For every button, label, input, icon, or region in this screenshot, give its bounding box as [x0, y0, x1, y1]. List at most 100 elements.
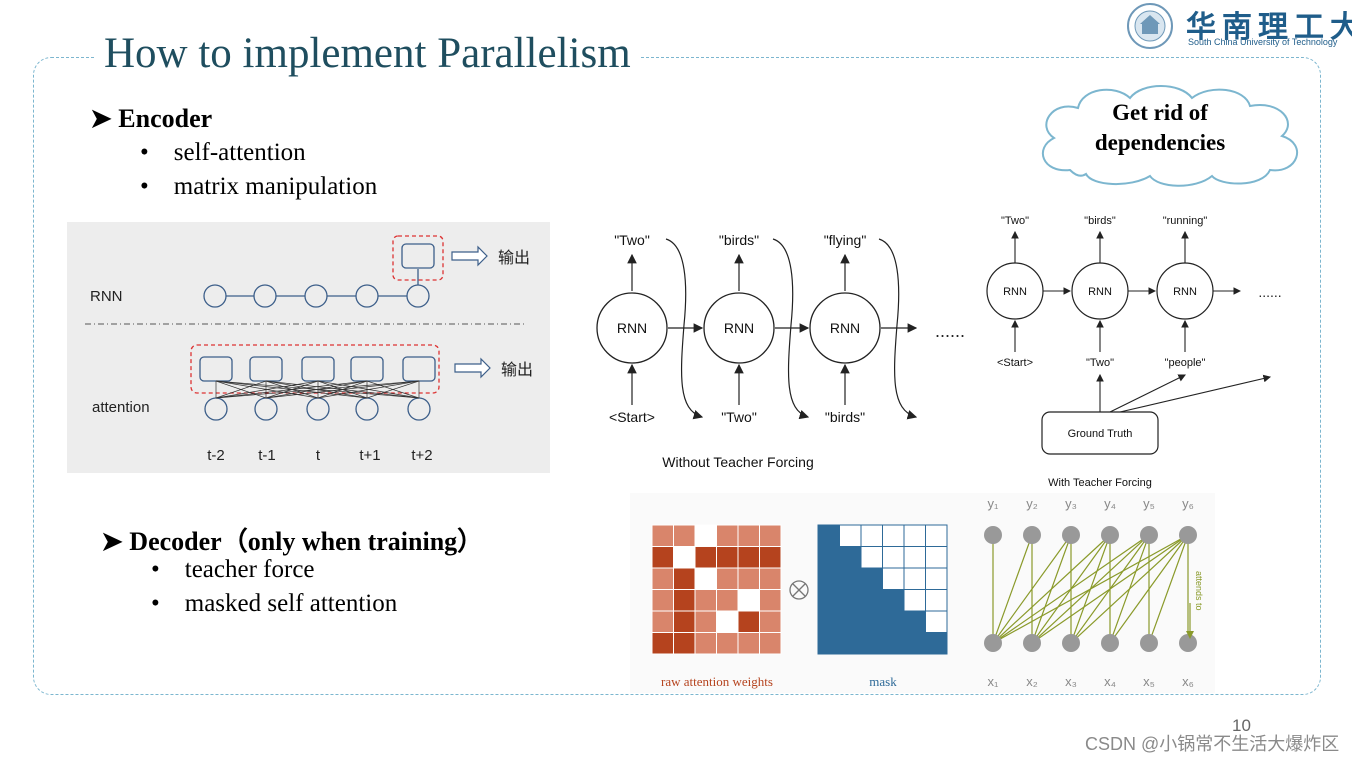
- mask-cell: [925, 632, 948, 655]
- attention-label: attention: [92, 399, 150, 416]
- university-seal-icon: [1127, 3, 1173, 49]
- raw-weight-cell: [759, 546, 782, 569]
- time-label: t: [316, 447, 321, 464]
- encoder-item-1: • self-attention: [140, 139, 306, 166]
- output-token: "birds": [1084, 215, 1116, 227]
- attention-edge: [1109, 534, 1189, 644]
- raw-weight-cell: [716, 632, 739, 655]
- raw-weight-cell: [694, 610, 717, 633]
- ground-truth-label: Ground Truth: [1068, 428, 1133, 440]
- attention-edges: [992, 534, 1189, 644]
- raw-weight-cell: [651, 610, 674, 633]
- mask-cell: [882, 546, 905, 569]
- attention-edge: [1148, 534, 1189, 644]
- input-token: "people": [1165, 357, 1206, 369]
- mask-cell: [882, 632, 905, 655]
- raw-weight-cell: [694, 567, 717, 590]
- rnn-output-label: 输出: [498, 249, 530, 267]
- decoder-heading: ➤ Decoder（only when training）: [101, 527, 484, 556]
- raw-weight-cell: [737, 632, 760, 655]
- raw-weight-cell: [694, 546, 717, 569]
- token-node: [984, 526, 1002, 544]
- page-number: 10: [1232, 716, 1251, 735]
- mask-cell: [903, 632, 926, 655]
- token-node: [1101, 634, 1119, 652]
- time-label: t-1: [258, 447, 276, 464]
- raw-weight-cell: [716, 546, 739, 569]
- mask-cell: [860, 632, 883, 655]
- attention-edge: [1070, 534, 1189, 644]
- y-label: y₃: [1065, 496, 1077, 511]
- encoder-item-2: • matrix manipulation: [140, 173, 378, 200]
- mask-cell: [839, 610, 862, 633]
- raw-weight-cell: [673, 546, 696, 569]
- mask-cell: [817, 589, 840, 612]
- raw-weight-cell: [759, 524, 782, 547]
- mask-label: mask: [869, 674, 897, 689]
- slide-title: How to implement Parallelism: [96, 28, 639, 80]
- raw-weight-cell: [694, 589, 717, 612]
- attention-edge: [1031, 534, 1189, 644]
- mask-cell: [903, 589, 926, 612]
- arrow-bullet-icon: ➤: [90, 104, 119, 133]
- raw-weight-cell: [759, 589, 782, 612]
- arrow-bullet-icon: ➤: [101, 527, 130, 556]
- cloud-callout: [1042, 85, 1299, 187]
- content-frame: [33, 57, 1321, 695]
- time-label: t+1: [359, 447, 380, 464]
- output-arrow-icon: [451, 245, 488, 267]
- raw-weight-cell: [694, 632, 717, 655]
- raw-weight-cell: [737, 546, 760, 569]
- raw-weight-cell: [651, 567, 674, 590]
- logo-name-en: South China University of Technology: [1188, 37, 1338, 47]
- rnn-cell-label: RNN: [830, 320, 860, 336]
- time-label: t-2: [207, 447, 225, 464]
- token-node: [1179, 634, 1197, 652]
- attention-edge: [992, 534, 1033, 644]
- time-label: t+2: [411, 447, 432, 464]
- mask-cell: [882, 524, 905, 547]
- raw-weight-cell: [673, 589, 696, 612]
- mask-cell: [860, 524, 883, 547]
- output-token: "birds": [719, 232, 759, 248]
- attends-to-label: attends to: [1194, 571, 1204, 611]
- mask-cell: [882, 567, 905, 590]
- rnn-cell-label: RNN: [1003, 286, 1027, 298]
- output-token: "Two": [614, 232, 650, 248]
- mask-cell: [925, 589, 948, 612]
- attention-edge: [992, 534, 1072, 644]
- university-logo: [1120, 0, 1352, 52]
- x-label: x₁: [988, 674, 1000, 689]
- input-token: "Two": [721, 409, 757, 425]
- decoder-item-1: • teacher force: [151, 556, 315, 583]
- token-node: [1023, 634, 1041, 652]
- raw-weight-cell: [737, 589, 760, 612]
- attention-nodes: [984, 526, 1197, 652]
- attention-output-label: 输出: [501, 361, 533, 379]
- mask-cell: [817, 524, 840, 547]
- ellipsis: ......: [1258, 284, 1281, 300]
- raw-attention-label: raw attention weights: [661, 674, 773, 689]
- input-token: "birds": [825, 409, 865, 425]
- raw-weight-cell: [759, 567, 782, 590]
- output-token: "Two": [1001, 215, 1029, 227]
- raw-weight-cell: [716, 567, 739, 590]
- y-label: y₅: [1143, 496, 1155, 511]
- ellipsis: ......: [935, 321, 965, 341]
- raw-weight-cell: [673, 524, 696, 547]
- rnn-label: RNN: [90, 288, 123, 305]
- raw-weight-cell: [737, 524, 760, 547]
- decoder-item-2: • masked self attention: [151, 590, 398, 617]
- mask-cell: [925, 567, 948, 590]
- mask-cell: [882, 589, 905, 612]
- logo-name-cn: 华南理工大学: [1186, 10, 1352, 45]
- mask-cell: [925, 610, 948, 633]
- mask-cell: [839, 632, 862, 655]
- raw-weight-cell: [651, 546, 674, 569]
- without-tf-caption: Without Teacher Forcing: [662, 454, 813, 470]
- mask-cell: [817, 567, 840, 590]
- token-node: [984, 634, 1002, 652]
- rnn-cell-label: RNN: [617, 320, 647, 336]
- y-label: y₂: [1026, 496, 1038, 511]
- mask-cell: [860, 610, 883, 633]
